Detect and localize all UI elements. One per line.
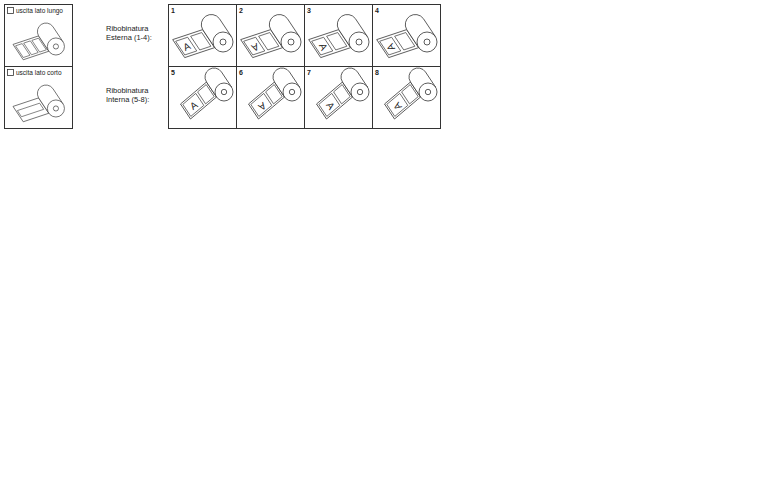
callout-number: 6 <box>239 69 243 76</box>
checkbox <box>8 70 14 76</box>
label-letter: A <box>257 100 268 112</box>
label-letter: A <box>317 42 329 52</box>
roll-icon <box>13 85 64 122</box>
option-label: uscita lato corto <box>16 70 62 77</box>
roll-icon <box>249 68 302 119</box>
label-letter: A <box>324 100 336 111</box>
callout-number: 2 <box>239 7 243 14</box>
label-letter: A <box>189 100 200 112</box>
roll-icon <box>241 15 301 58</box>
roll-icon <box>317 68 370 119</box>
roll-icon <box>181 68 234 119</box>
winding-cell: 6A <box>236 66 305 129</box>
winding-cell: 3A <box>304 4 373 67</box>
roll-icon <box>13 23 64 60</box>
callout-number: 5 <box>171 69 175 76</box>
roll-icon <box>385 68 438 119</box>
roll-icon <box>173 15 233 58</box>
option-box: uscita lato lungo <box>4 4 73 67</box>
option-label: uscita lato lungo <box>16 8 63 15</box>
label-letter: A <box>385 42 397 52</box>
winding-cell: 2A <box>236 4 305 67</box>
row-label: Ribobinatura Interna (5-8): <box>106 86 166 105</box>
callout-number: 7 <box>307 69 311 76</box>
winding-cell: 8A <box>372 66 441 129</box>
label-letter: A <box>250 41 260 53</box>
winding-cell: 5A <box>168 66 237 129</box>
label-letter: A <box>392 100 404 111</box>
callout-number: 1 <box>171 7 175 14</box>
roll-icon <box>309 15 369 58</box>
winding-cell: 4A <box>372 4 441 67</box>
checkbox <box>8 8 14 14</box>
label-letter: A <box>182 41 192 53</box>
winding-cell: 1A <box>168 4 237 67</box>
callout-number: 3 <box>307 7 311 14</box>
option-box: uscita lato corto <box>4 66 73 129</box>
roll-icon <box>377 15 437 58</box>
row-label: Ribobinatura Esterna (1-4): <box>106 24 166 43</box>
callout-number: 4 <box>375 7 379 14</box>
winding-cell: 7A <box>304 66 373 129</box>
callout-number: 8 <box>375 69 379 76</box>
